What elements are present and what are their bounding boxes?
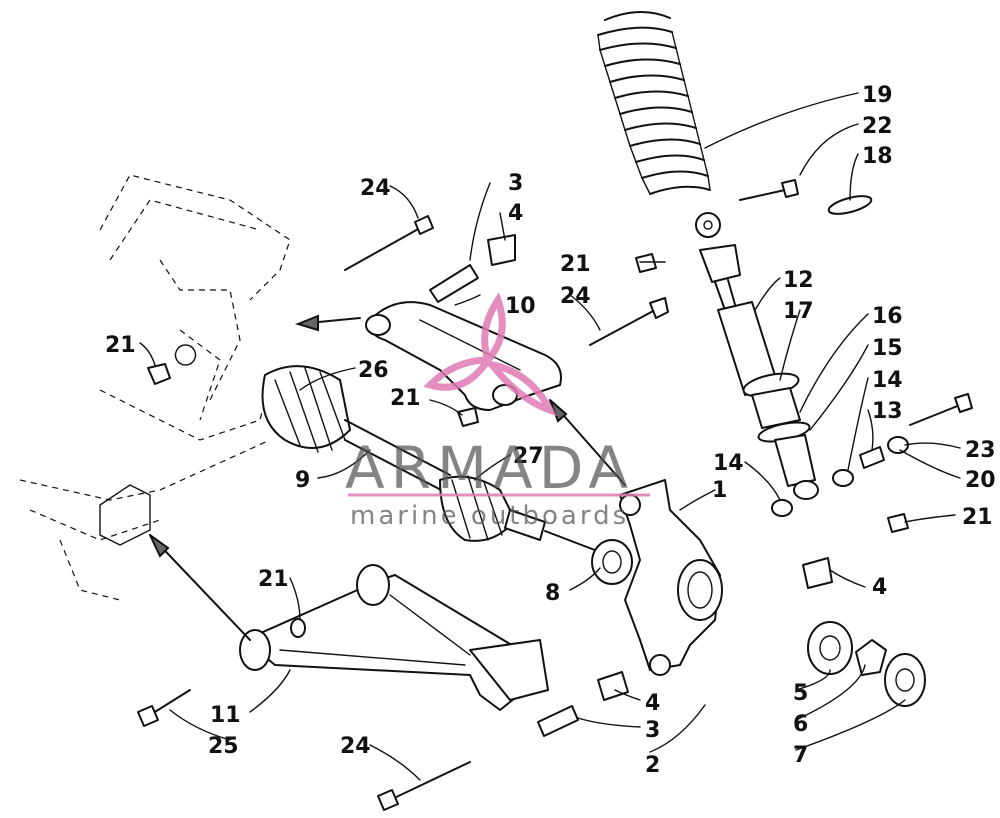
nuts-washers — [147, 195, 926, 737]
callout-9: 9 — [295, 468, 310, 493]
watermark-subtitle: marine outboards — [350, 501, 629, 531]
watermark: ARMADA marine outboards — [345, 292, 650, 531]
callout-24-top: 24 — [360, 176, 391, 201]
callout-13: 13 — [872, 399, 903, 424]
callout-4-right: 4 — [872, 575, 887, 600]
callout-23: 23 — [965, 438, 996, 463]
callout-12: 12 — [783, 268, 814, 293]
callout-26: 26 — [358, 358, 389, 383]
callout-labels: 1 2 3 3 4 4 4 5 6 7 8 9 10 11 12 13 14 1… — [105, 83, 996, 778]
callout-15: 15 — [872, 336, 903, 361]
callout-21-lower: 21 — [258, 567, 289, 592]
callout-1: 1 — [712, 478, 727, 503]
callout-7: 7 — [793, 743, 808, 768]
bolts — [137, 179, 973, 811]
callout-14-left: 14 — [713, 451, 744, 476]
coil-spring — [597, 10, 711, 195]
frame-outline — [19, 174, 291, 601]
shock-absorber — [695, 212, 819, 500]
leader-lines — [139, 92, 961, 781]
callout-21-mid: 21 — [390, 386, 421, 411]
callout-27: 27 — [513, 444, 544, 469]
callout-17: 17 — [783, 299, 814, 324]
lower-a-arm — [239, 564, 549, 711]
callout-8: 8 — [545, 581, 560, 606]
watermark-logo-icon — [423, 292, 558, 417]
callout-18: 18 — [862, 144, 893, 169]
callout-24-bottom: 24 — [340, 734, 371, 759]
callout-4-upper: 4 — [508, 201, 523, 226]
callout-11: 11 — [210, 703, 241, 728]
callout-2: 2 — [645, 753, 660, 778]
callout-3-upper: 3 — [508, 171, 523, 196]
drive-axle — [261, 365, 601, 553]
callout-5: 5 — [793, 681, 808, 706]
assembly-arrows — [149, 314, 626, 641]
callout-22: 22 — [862, 114, 893, 139]
steering-knuckle — [619, 479, 723, 676]
callout-21-left: 21 — [105, 333, 136, 358]
callout-16: 16 — [872, 304, 903, 329]
callout-6: 6 — [793, 712, 808, 737]
callout-24-mid: 24 — [560, 284, 591, 309]
callout-21-top: 21 — [560, 252, 591, 277]
callout-21-right: 21 — [962, 505, 993, 530]
callout-19: 19 — [862, 83, 893, 108]
watermark-title: ARMADA — [345, 434, 634, 502]
callout-4-lower: 4 — [645, 691, 660, 716]
callout-25: 25 — [208, 734, 239, 759]
callout-3-lower: 3 — [645, 718, 660, 743]
callout-10: 10 — [505, 294, 536, 319]
callout-20: 20 — [965, 468, 996, 493]
callout-14-right: 14 — [872, 368, 903, 393]
